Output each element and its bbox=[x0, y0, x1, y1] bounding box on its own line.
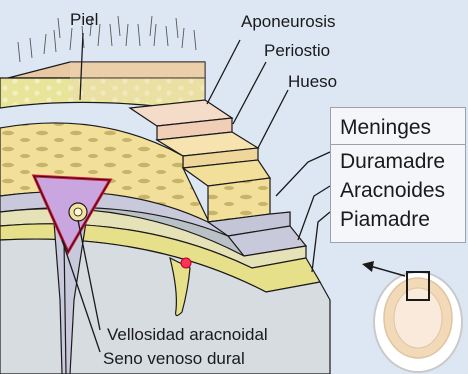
label-aracnoides: Aracnoides bbox=[340, 180, 445, 201]
skin-front-face bbox=[70, 62, 205, 100]
small-villus bbox=[181, 258, 191, 268]
hair-strands bbox=[18, 16, 196, 62]
label-meninges: Meninges bbox=[340, 117, 431, 138]
label-piel: Piel bbox=[70, 11, 98, 28]
label-vellosidad-aracnoidal: Vellosidad aracnoidal bbox=[107, 326, 268, 343]
label-seno-venoso-dural: Seno venoso dural bbox=[103, 350, 245, 367]
head-inset bbox=[362, 261, 462, 372]
meninges-legend-divider bbox=[330, 144, 466, 145]
label-hueso: Hueso bbox=[288, 73, 337, 90]
label-piamadre: Piamadre bbox=[340, 209, 430, 230]
inset-arrow-line bbox=[370, 266, 405, 276]
inset-arrow-head bbox=[362, 261, 374, 272]
label-periostio: Periostio bbox=[264, 42, 330, 59]
label-duramadre: Duramadre bbox=[340, 151, 445, 172]
arachnoid-villus bbox=[69, 203, 87, 221]
label-aponeurosis: Aponeurosis bbox=[241, 13, 336, 30]
